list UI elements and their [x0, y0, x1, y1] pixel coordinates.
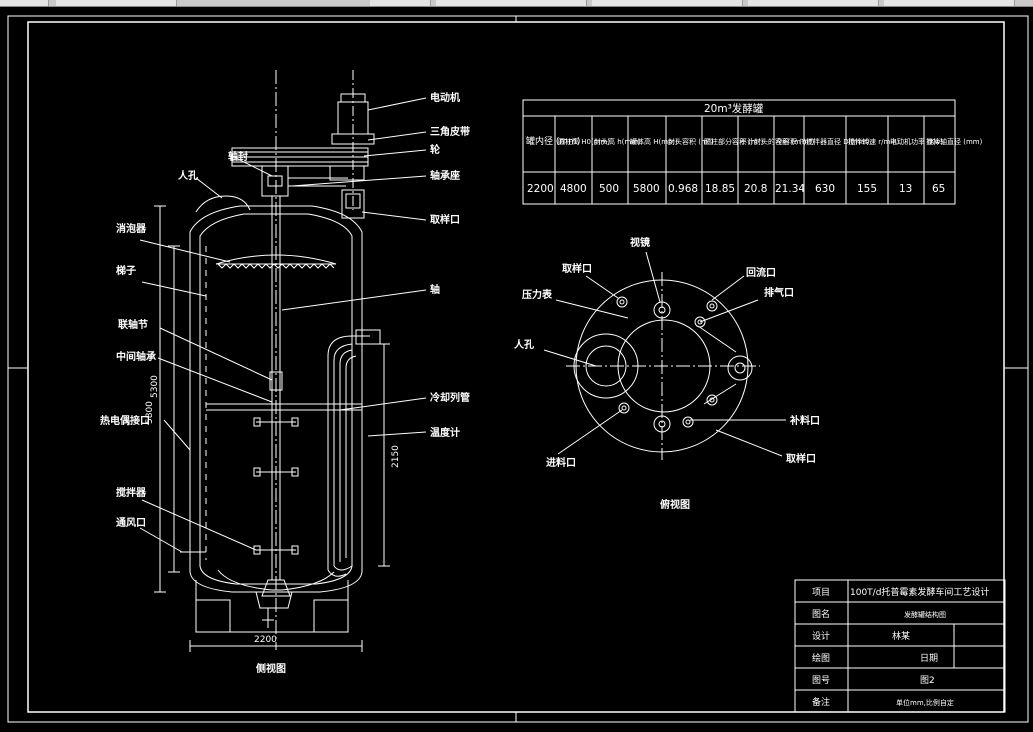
label-cooling-pipe: 冷却列管: [430, 391, 470, 404]
toolbar-color-dropdown[interactable]: [592, 0, 743, 6]
cooling-coil-shape: [327, 329, 381, 577]
title-key-design: 设计: [812, 630, 830, 642]
spec-value-11: 65: [932, 183, 945, 195]
title-key-number: 图号: [812, 675, 830, 686]
spec-value-9: 155: [857, 183, 877, 195]
label-agitator: 搅拌器: [116, 486, 147, 499]
spec-header-4: 封头容积 (m³): [668, 137, 714, 146]
title-value-design: 林某: [892, 630, 910, 642]
label-sampling-port-side: 取样口: [430, 213, 460, 226]
title-key-draw: 绘图: [812, 652, 830, 664]
spec-header-0: 罐内径 (mm): [526, 135, 580, 147]
cad-drawing-canvas[interactable]: 电动机 三角皮带 轮 轴封 轴承座 人孔 取样口 消泡器 梯子 轴 联轴节 中间…: [0, 6, 1033, 732]
side-view: [139, 70, 427, 652]
label-pulley: 轮: [430, 143, 440, 156]
toolbar-linetype-dropdown[interactable]: [748, 0, 879, 6]
title-value-note: 单位mm,比例自定: [896, 698, 954, 707]
spec-header-10: 电动机功率 (Kw): [890, 137, 943, 146]
title-block: [794, 579, 1006, 713]
label-defoamer: 消泡器: [116, 222, 147, 235]
spec-header-2: 封头高 h(mm): [594, 137, 641, 146]
label-shaft-seal: 轴封: [228, 150, 248, 163]
spec-value-2: 500: [599, 183, 619, 195]
title-key-project: 项目: [812, 587, 830, 598]
label-feed-port: 补料口: [789, 414, 820, 427]
spec-value-3: 5800: [633, 183, 660, 195]
label-pressure-gauge: 压力表: [522, 288, 553, 301]
title-value-number: 图2: [920, 675, 935, 686]
label-inlet-port: 进料口: [546, 456, 576, 469]
spec-header-8: 搅拌器直径 Di(mm): [806, 137, 870, 146]
label-air-inlet: 通风口: [116, 517, 146, 529]
motor-shape: [331, 70, 375, 210]
spec-header-9: 搅拌转速 r/min): [848, 137, 900, 146]
spec-value-4: 0.968: [668, 183, 698, 195]
spec-header-3: 罐体高 H(mm): [630, 137, 678, 146]
belt-pulley-shape: [231, 147, 369, 219]
label-sight-glass: 视镜: [630, 236, 650, 249]
title-key-name: 图名: [812, 608, 830, 620]
label-belt: 三角皮带: [430, 125, 470, 138]
label-shaft: 轴: [430, 283, 440, 296]
title-value-name: 发酵罐结构图: [904, 610, 946, 619]
spec-value-6: 20.8: [744, 183, 767, 195]
label-manhole-top: 人孔: [514, 338, 534, 351]
dimension-lines-side: [154, 205, 390, 652]
label-coupling: 联轴节: [118, 318, 148, 331]
spec-header-7: 全容积 (m³): [776, 137, 815, 146]
label-thermocouple-port: 热电偶接口: [100, 414, 150, 427]
cad-toolbar-strip: [0, 0, 1033, 7]
spec-value-8: 630: [815, 183, 835, 195]
spec-value-1: 4800: [560, 183, 587, 195]
label-ladder: 梯子: [116, 264, 136, 277]
label-bearing-seat: 轴承座: [430, 169, 460, 182]
toolbar-layer-icons[interactable]: [370, 0, 431, 6]
top-view-title: 俯视图: [660, 498, 690, 511]
label-thermometer: 温度计: [430, 426, 460, 439]
title-key-note: 备注: [812, 696, 830, 708]
dim-height-cyl: 5800: [145, 401, 155, 424]
agitator-shaft: [253, 196, 299, 597]
top-view: [543, 251, 786, 460]
dim-coil: 2150: [391, 445, 401, 468]
vessel-body: [189, 195, 363, 633]
spec-value-5: 18.85: [705, 183, 735, 195]
toolbar-lineweight-dropdown[interactable]: [884, 0, 1015, 6]
title-value-project: 100T/d托普霉素发酵车间工艺设计: [850, 586, 989, 598]
spec-value-7: 21.34: [775, 183, 805, 195]
spec-value-0: 2200: [527, 183, 554, 195]
top-view-belt: [697, 325, 737, 405]
label-middle-bearing: 中间轴承: [116, 350, 156, 363]
title-value-date: 日期: [920, 653, 938, 664]
label-return-port: 回流口: [746, 266, 776, 279]
toolbar-button-strip[interactable]: [0, 0, 49, 6]
spec-header-11: 搅拌轴直径 (mm): [926, 137, 983, 146]
dim-width: 2200: [254, 635, 277, 645]
spec-header-1: 圆柱高 H0(mm): [558, 137, 610, 146]
toolbar-icons[interactable]: [56, 0, 177, 6]
label-exhaust-port: 排气口: [764, 286, 794, 299]
dim-height-total: 5300: [150, 375, 160, 398]
defoamer-shape: [215, 254, 337, 269]
spec-table: [522, 99, 956, 205]
spec-header-5: 圆柱部分容积 (m³): [704, 137, 764, 146]
spec-table-title: 20m³发酵罐: [704, 102, 764, 115]
toolbar-layer-dropdown[interactable]: [436, 0, 587, 6]
outer-border: [7, 15, 1029, 723]
leader-lines-top: [543, 251, 786, 457]
label-motor: 电动机: [430, 91, 460, 104]
spec-header-6: 不计封头的容积 (m³): [740, 137, 807, 146]
leader-lines-side: [139, 97, 427, 553]
spec-value-10: 13: [899, 183, 912, 195]
side-view-title: 侧视图: [256, 662, 286, 675]
label-sampling-port-top: 取样口: [562, 262, 592, 275]
label-manhole-side: 人孔: [178, 169, 198, 182]
label-sample-port-2: 取样口: [786, 452, 816, 465]
